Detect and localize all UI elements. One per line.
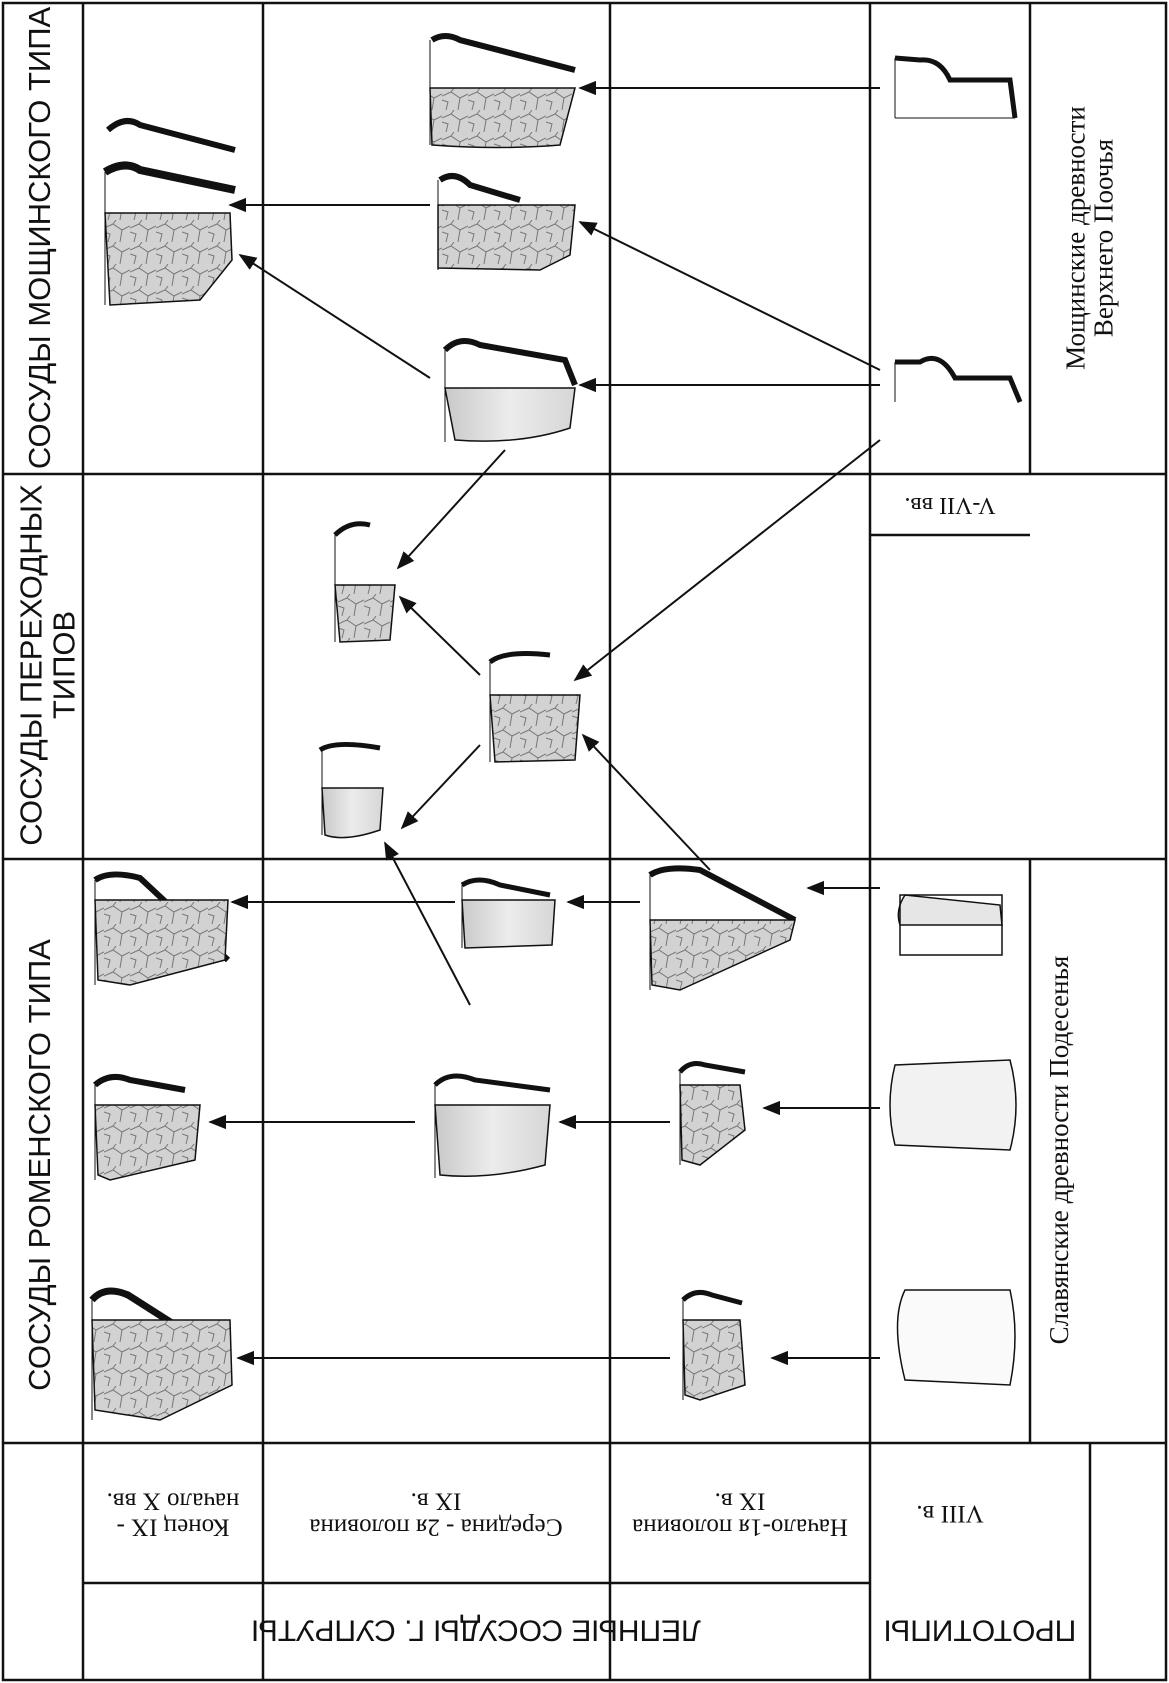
row-label-2: Середина - 2я половина IX в. xyxy=(309,1487,562,1540)
header-transitional: СОСУДЫ ПЕРЕХОДНЫХ ТИПОВ xyxy=(13,484,81,846)
row-label-2-line2: IX в. xyxy=(410,1487,462,1514)
vessel-romensky-r3-2 xyxy=(678,1061,746,1166)
row-label-1-line1: Конец IX - xyxy=(116,1513,230,1541)
header-transitional-line1: СОСУДЫ ПЕРЕХОДНЫХ xyxy=(13,484,49,846)
vessel-transitional-3 xyxy=(318,742,384,839)
vessel-moshchin-r2-2 xyxy=(437,173,576,271)
row-label-3-line1: Начало-1я половина xyxy=(632,1513,848,1541)
vessel-romensky-r2-1 xyxy=(460,877,556,949)
vessel-prototype-moshchin-1 xyxy=(894,55,1018,119)
label-moshchin-line2: Верхнего Поочья xyxy=(1089,138,1119,338)
vessel-moshchin-r2-1 xyxy=(429,33,576,149)
arrows xyxy=(208,80,881,1366)
label-slavic: Славянские древности Подесенья xyxy=(1044,955,1075,1345)
vessel-romensky-r3-1 xyxy=(648,865,797,991)
vessel-romensky-r2-2 xyxy=(433,1073,551,1178)
row-group-prototypes: ПРОТОТИПЫ xyxy=(883,1613,1077,1647)
vessel-romensky-r3-3 xyxy=(681,1289,746,1401)
vessel-romensky-r1-1 xyxy=(93,871,231,986)
label-moshchin-line1: Мощинские древности xyxy=(1060,106,1091,370)
row-label-1-line2: начало X вв. xyxy=(106,1487,240,1514)
header-transitional-line2: ТИПОВ xyxy=(46,610,81,720)
vessel-prototype-slavic-3 xyxy=(896,1289,1016,1386)
row-label-2-line1: Середина - 2я половина xyxy=(309,1513,563,1541)
row-label-3: Начало-1я половина IX в. xyxy=(632,1487,848,1540)
vessel-prototype-moshchin-2 xyxy=(894,356,1023,403)
vessel-moshchin-r2-3 xyxy=(442,338,578,442)
arrow-a3 xyxy=(578,221,881,371)
header-romensky: СОСУДЫ РОМЕНСКОГО ТИПА xyxy=(21,939,57,1391)
arrow-a6 xyxy=(573,439,881,682)
label-century-vvii: V-VII вв. xyxy=(904,492,996,519)
vessel-transitional-2 xyxy=(488,651,581,763)
vessel-romensky-r1-3 xyxy=(89,1287,233,1421)
arrow-a9 xyxy=(400,744,481,830)
arrow-a7 xyxy=(396,449,506,570)
vessel-prototype-slavic-2 xyxy=(889,1059,1017,1151)
row-label-4: VIII в. xyxy=(916,1499,984,1527)
row-label-3-line2: IX в. xyxy=(714,1487,766,1514)
vessel-romensky-r1-2 xyxy=(93,1073,201,1181)
header-moshchinsky: СОСУДЫ МОЩИНСКОГО ТИПА xyxy=(21,6,57,470)
row-group-leplene: ЛЕПНЫЕ СОСУДЫ Г. СУПРУТЫ xyxy=(251,1613,701,1647)
vessel-prototype-slavic-1 xyxy=(897,894,1003,956)
label-moshchin-group: Мощинские древности Верхнего Поочья xyxy=(1060,106,1119,370)
vessel-transitional-1 xyxy=(333,521,396,643)
arrow-a8 xyxy=(398,595,481,676)
vessel-moshchin-r1-1 xyxy=(102,118,236,306)
arrow-a10 xyxy=(581,733,711,871)
arrow-a5 xyxy=(238,254,431,379)
row-label-1: Конец IX - начало X вв. xyxy=(107,1487,240,1540)
vessel-drawings xyxy=(89,33,1023,1421)
arrow-a11 xyxy=(384,841,471,1006)
